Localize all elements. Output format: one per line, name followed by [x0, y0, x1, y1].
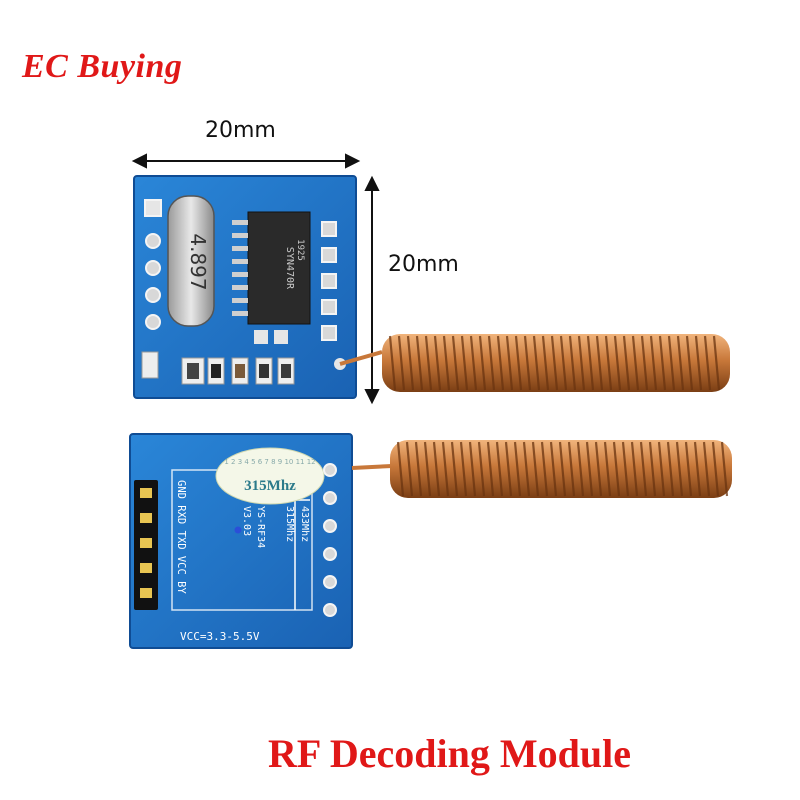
bottom-right-pads — [323, 463, 337, 617]
decoder-chip: SYN470R 1925 — [232, 211, 311, 325]
crystal-label: 4.897 — [186, 233, 210, 290]
sticker-frequency: 315Mhz — [244, 478, 296, 494]
vcc-label: VCC=3.3-5.5V — [180, 630, 260, 643]
product-caption: RF Decoding Module — [268, 731, 631, 776]
bottom-module-pcb: 1 2 3 4 5 6 7 8 9 10 11 12 315Mhz GND RX… — [129, 433, 353, 649]
right-pin-row — [321, 221, 337, 341]
brand-logo: EC Buying — [22, 48, 183, 85]
height-dimension-arrow — [364, 175, 380, 405]
model-label: YS-RF34 — [255, 506, 266, 548]
header-pins — [134, 480, 158, 610]
width-dimension-label: 20mm — [205, 118, 276, 143]
smd-components — [141, 330, 295, 385]
frequency-sticker: 1 2 3 4 5 6 7 8 9 10 11 12 315Mhz — [215, 447, 325, 505]
top-antenna-coil — [339, 334, 730, 392]
crystal-oscillator: 4.897 — [167, 195, 215, 327]
bottom-antenna-coil — [351, 440, 732, 498]
width-dimension-arrow — [131, 153, 361, 169]
height-dimension-label: 20mm — [388, 252, 459, 277]
version-label: V3.03 — [241, 506, 252, 536]
left-pin-row — [144, 199, 162, 330]
chip-label: SYN470R — [284, 247, 295, 290]
sticker-numbers: 1 2 3 4 5 6 7 8 9 10 11 12 — [224, 458, 315, 466]
freq-433-label: 433Mhz — [299, 506, 310, 542]
freq-315-label: 315Mhz — [284, 506, 295, 542]
chip-code: 1925 — [295, 239, 305, 261]
top-module-pcb: 4.897 SYN470R 1925 — [133, 175, 357, 399]
pin-labels: GND RXD TXD VCC BY — [175, 480, 187, 594]
